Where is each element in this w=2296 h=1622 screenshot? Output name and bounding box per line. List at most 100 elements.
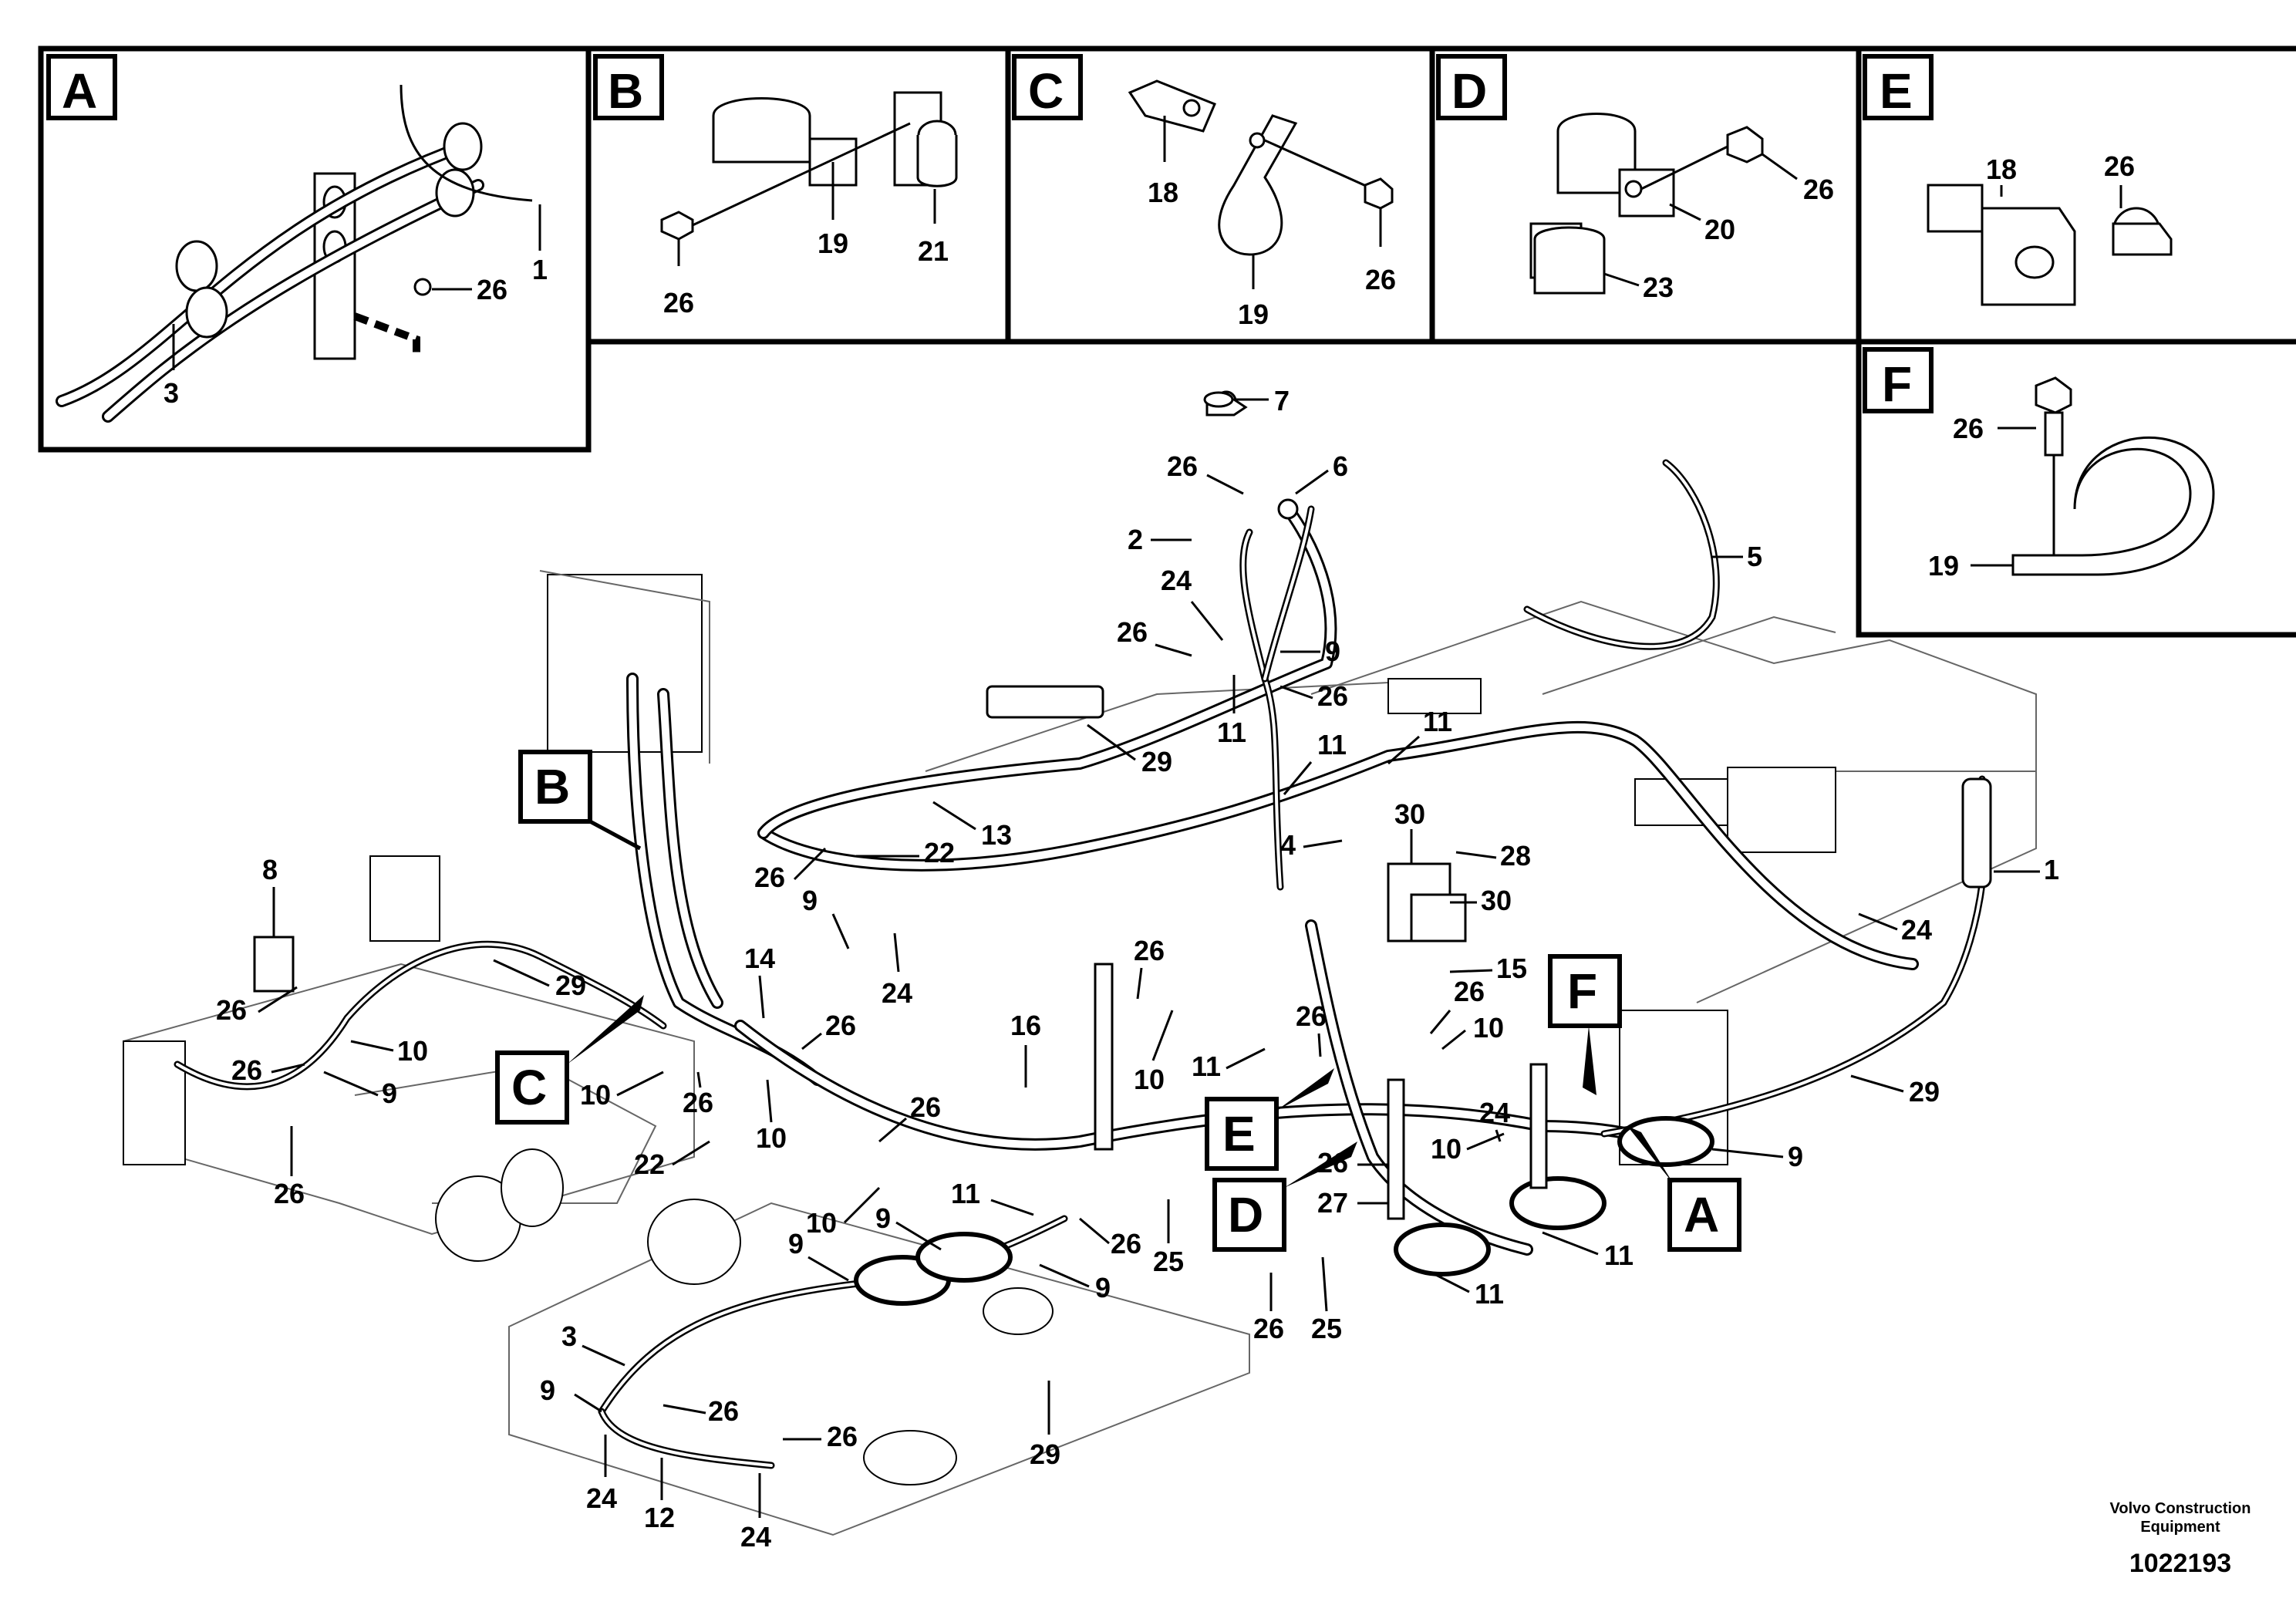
callout-19: 10: [1431, 1132, 1505, 1165]
callout-26: 26: [1296, 1000, 1327, 1057]
callout-label: 29: [1909, 1076, 1940, 1108]
callout-label: 24: [586, 1482, 617, 1514]
callout-19: 10: [580, 1071, 664, 1111]
callout-19: 10: [1134, 1010, 1174, 1095]
callout-20: 11: [951, 1178, 1034, 1216]
callout-label: 5: [1747, 541, 1762, 572]
callout-label: 26: [1111, 1228, 1141, 1259]
callout-label: 9: [540, 1374, 555, 1406]
callout-label: 10: [580, 1079, 611, 1111]
callout-26: 26: [216, 986, 298, 1026]
callout-label: 26: [663, 287, 694, 319]
callout-26: 26: [1762, 153, 1834, 205]
callout-label: 10: [1431, 1133, 1462, 1165]
callout-label: 26: [1167, 450, 1198, 482]
callout-30: 30: [1450, 885, 1512, 916]
callout-label: 26: [1134, 935, 1165, 966]
callout-label: 25: [1153, 1246, 1184, 1277]
main-detail-marker-b: B: [518, 750, 642, 851]
callout-22: 22: [856, 837, 955, 868]
callout-label: 30: [1394, 798, 1425, 830]
detail-panel-letter: F: [1882, 356, 1912, 412]
callout-label: 15: [1496, 953, 1527, 984]
callout-label: 26: [274, 1178, 305, 1209]
callout-25: 25: [1311, 1256, 1342, 1344]
callout-26: 26: [231, 1054, 305, 1086]
callout-19: 10: [756, 1079, 787, 1154]
callout-26: 26: [1079, 1217, 1141, 1259]
callout-29: 29: [1030, 1381, 1060, 1470]
callout-label: 9: [875, 1202, 891, 1234]
callout-label: 19: [1928, 550, 1959, 582]
callout-label: 11: [1192, 1050, 1221, 1082]
callout-label: 9: [382, 1077, 397, 1109]
callout-19: 19: [1238, 255, 1269, 330]
detail-panel-e: E 18 26: [1863, 54, 2173, 306]
callout-24: 24: [1479, 1097, 1510, 1142]
callout-26: 26: [783, 1421, 858, 1452]
callout-label: 9: [1325, 636, 1340, 667]
callout-label: 21: [918, 235, 949, 267]
callout-10: 10: [350, 1035, 428, 1067]
callout-label: 26: [910, 1091, 941, 1123]
callout-4: 4: [1280, 829, 1343, 861]
callout-3: 3: [561, 1320, 625, 1367]
callout-label: 26: [1803, 174, 1834, 205]
callout-label: 19: [818, 228, 848, 259]
document-number: 1022193: [2129, 1549, 2231, 1578]
callout-19: 19: [1928, 550, 2013, 582]
callout-26: 26: [683, 1071, 713, 1118]
callout-label: 10: [1134, 1064, 1165, 1095]
callout-26: 26: [1317, 1147, 1388, 1179]
footer: Volvo Construction Equipment 1022193: [2110, 1500, 2251, 1578]
callout-24: 24: [882, 932, 912, 1009]
callout-label: 29: [555, 969, 586, 1001]
callout-29: 29: [1850, 1074, 1940, 1108]
callout-label: 27: [1317, 1187, 1348, 1219]
callout-label: 28: [1500, 840, 1531, 872]
callout-label: 26: [1454, 976, 1485, 1007]
callout-19: 10: [806, 1186, 881, 1239]
callout-label: 22: [924, 837, 955, 868]
callout-2: 2: [1128, 524, 1192, 555]
callout-label: 24: [740, 1521, 771, 1553]
callout-24: 24: [740, 1473, 771, 1553]
callout-26: 26: [1429, 976, 1485, 1034]
callout-label: 25: [1311, 1313, 1342, 1344]
callout-label: 26: [477, 274, 507, 305]
detail-panel-letter: B: [608, 63, 643, 119]
callout-25: 25: [1153, 1199, 1184, 1277]
callout-26: 26: [663, 1395, 739, 1427]
callout-14: 14: [744, 943, 775, 1019]
callout-16: 16: [1010, 1010, 1041, 1088]
wiring-harness: [174, 390, 1992, 1469]
detail-panel-d: D 26 20 23: [1436, 54, 1834, 303]
callout-9: 9: [788, 1228, 849, 1282]
callout-label: 26: [2104, 150, 2135, 182]
callout-20: 11: [1387, 706, 1452, 765]
callout-label: 24: [1479, 1097, 1510, 1128]
callout-label: 6: [1333, 450, 1348, 482]
callout-label: 11: [951, 1178, 980, 1209]
callout-label: C: [511, 1060, 547, 1115]
callout-label: 3: [561, 1320, 577, 1352]
callout-29: 29: [1087, 723, 1172, 777]
main-detail-marker-c: C: [495, 995, 644, 1125]
callout-label: 24: [1901, 914, 1932, 946]
callout-label: 26: [1253, 1313, 1284, 1344]
callout-label: D: [1228, 1187, 1263, 1243]
callout-label: 26: [1317, 1147, 1348, 1179]
callout-3: 3: [164, 324, 179, 409]
callout-17: 9: [802, 885, 850, 949]
callout-label: 26: [1365, 264, 1396, 295]
callout-20: 20: [1669, 203, 1735, 245]
callout-label: 20: [1704, 214, 1735, 245]
callout-label: 11: [1475, 1278, 1504, 1310]
callout-label: 26: [216, 994, 247, 1026]
callout-label: 26: [708, 1395, 739, 1427]
detail-panel-f: F 26 19: [1863, 347, 2215, 582]
callout-27: 27: [1317, 1187, 1388, 1219]
callout-6: 6: [1295, 450, 1348, 495]
callout-label: 30: [1481, 885, 1512, 916]
callout-28: 28: [1455, 840, 1531, 872]
